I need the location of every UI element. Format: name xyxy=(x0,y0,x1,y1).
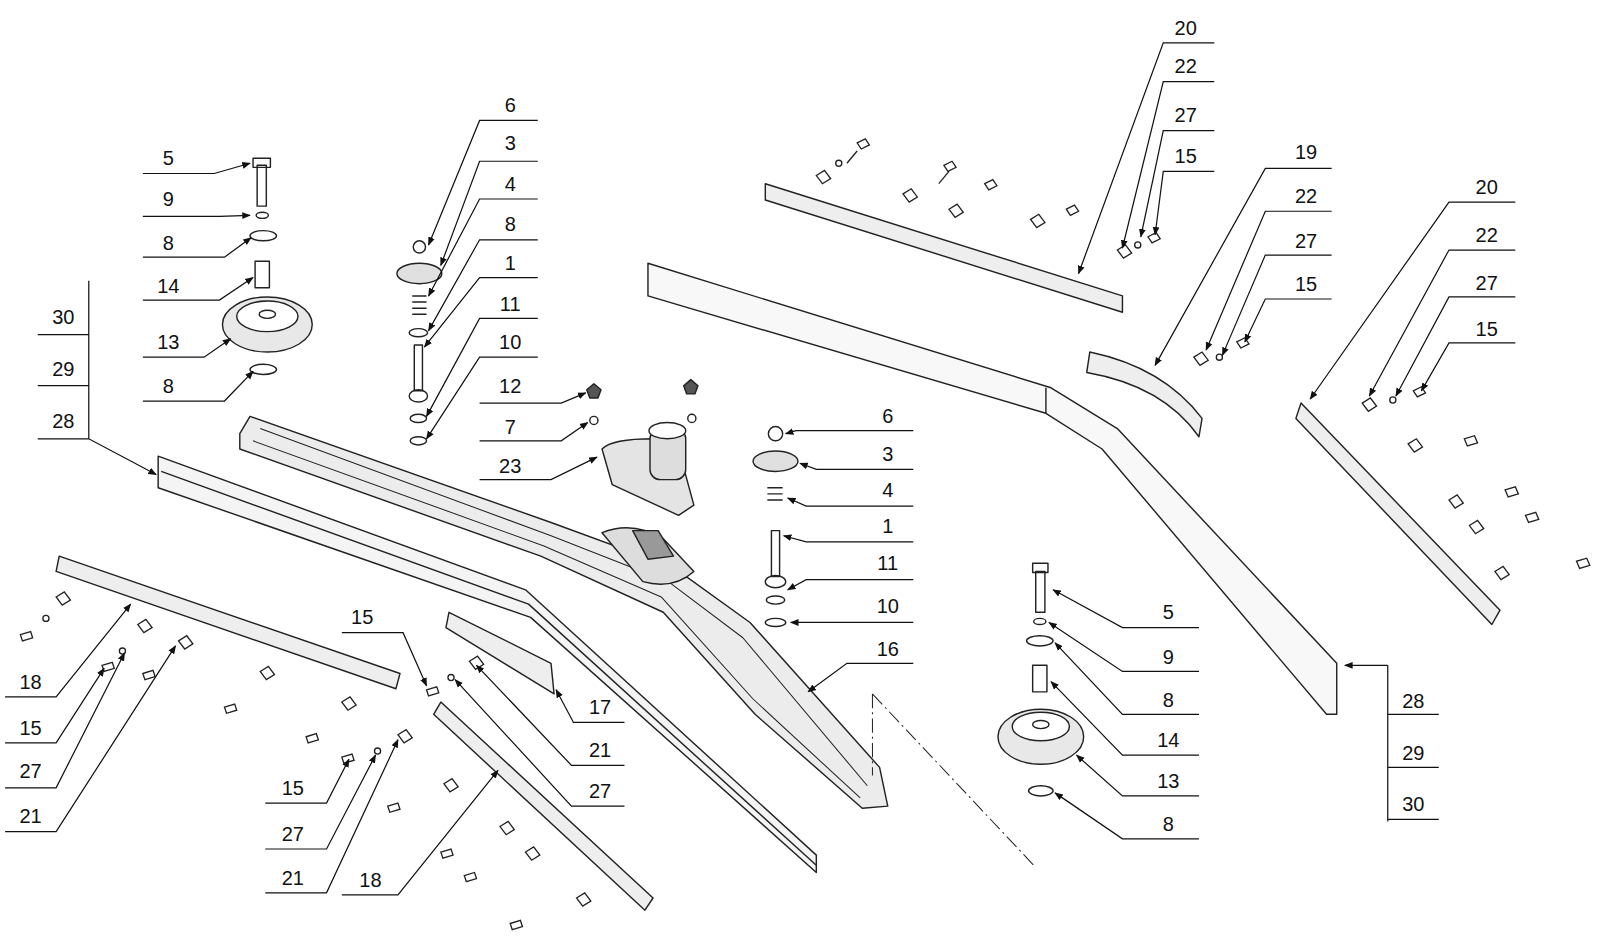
callout-number: 27 xyxy=(19,760,41,782)
callout-number: 13 xyxy=(1157,770,1179,792)
callout-number: 15 xyxy=(1175,145,1197,167)
callout-number: 23 xyxy=(499,455,521,477)
callout-number: 8 xyxy=(505,213,516,235)
callout-number: 6 xyxy=(882,405,893,427)
callout-number: 28 xyxy=(52,410,74,432)
callout-number: 8 xyxy=(163,232,174,254)
callout-number: 27 xyxy=(282,823,304,845)
callout-number: 4 xyxy=(505,173,516,195)
callout-number: 27 xyxy=(589,780,611,802)
callout-number: 22 xyxy=(1175,55,1197,77)
callout-number: 27 xyxy=(1476,272,1498,294)
callout-number: 3 xyxy=(505,132,516,154)
callout-number: 28 xyxy=(1402,690,1424,712)
callout-number: 9 xyxy=(163,188,174,210)
callout-number: 15 xyxy=(19,717,41,739)
callout-number: 21 xyxy=(589,739,611,761)
callout-number: 18 xyxy=(359,869,381,891)
callout-number: 10 xyxy=(877,595,899,617)
callout-number: 17 xyxy=(589,696,611,718)
callout-number: 8 xyxy=(1163,813,1174,835)
callout-number: 20 xyxy=(1476,176,1498,198)
callout-number: 11 xyxy=(500,293,521,315)
callout-number: 12 xyxy=(499,375,521,397)
callout-number: 1 xyxy=(882,515,893,537)
callout-number: 19 xyxy=(1295,141,1317,163)
callout-number: 29 xyxy=(52,358,74,380)
callout-number: 21 xyxy=(19,805,41,827)
callout-number: 15 xyxy=(351,606,373,628)
callout-number: 14 xyxy=(157,275,179,297)
callout-number: 20 xyxy=(1175,17,1197,39)
callout-number: 6 xyxy=(505,94,516,116)
callout-number: 14 xyxy=(1157,729,1179,751)
callout-number: 8 xyxy=(163,375,174,397)
callout-number: 1 xyxy=(505,252,516,274)
callout-number: 11 xyxy=(877,552,898,574)
callout-number: 30 xyxy=(52,306,74,328)
callout-number: 7 xyxy=(505,416,516,438)
callout-number: 22 xyxy=(1295,185,1317,207)
callout-number: 27 xyxy=(1175,104,1197,126)
callout-number: 13 xyxy=(157,331,179,353)
callout-number: 3 xyxy=(882,443,893,465)
callout-number: 27 xyxy=(1295,230,1317,252)
callout-number: 30 xyxy=(1402,793,1424,815)
callout-number: 18 xyxy=(19,671,41,693)
callout-number: 5 xyxy=(1163,601,1174,623)
callout-number: 5 xyxy=(163,147,174,169)
callout-number: 22 xyxy=(1476,224,1498,246)
callout-number: 16 xyxy=(877,638,899,660)
callout-number: 4 xyxy=(882,479,893,501)
callout-number: 10 xyxy=(499,331,521,353)
callout-number: 21 xyxy=(282,867,304,889)
callout-number: 8 xyxy=(1163,689,1174,711)
callout-number: 15 xyxy=(1295,273,1317,295)
callout-number: 29 xyxy=(1402,742,1424,764)
callout-number: 15 xyxy=(1476,318,1498,340)
callout-number: 15 xyxy=(282,777,304,799)
callout-number: 9 xyxy=(1163,646,1174,668)
